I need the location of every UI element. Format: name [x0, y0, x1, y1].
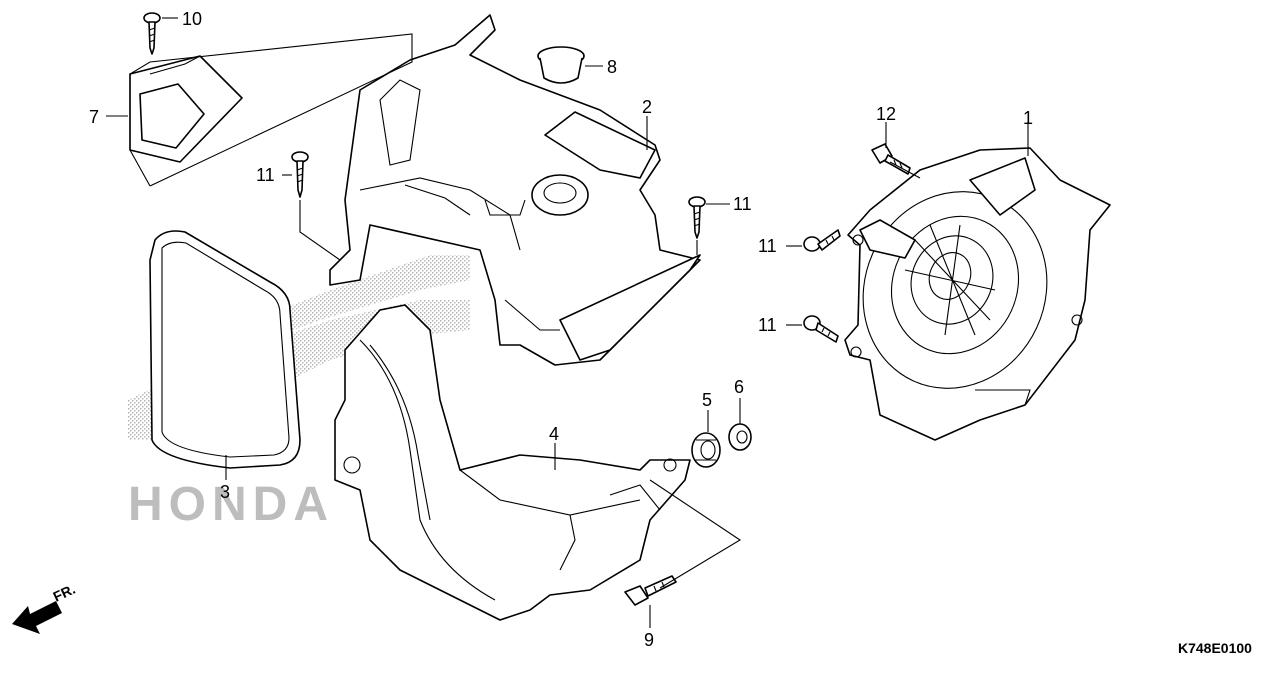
front-arrow-label: FR.: [51, 581, 78, 605]
callout-11-c: 11: [758, 236, 777, 256]
callout-11-b: 11: [733, 194, 752, 214]
callout-10: 10: [182, 9, 202, 29]
front-arrow: FR.: [12, 581, 78, 634]
callout-12: 12: [876, 104, 896, 124]
front-arrow-icon: [12, 601, 62, 634]
part-11-screw-a: [291, 151, 309, 198]
part-12-bolt: [871, 143, 911, 175]
part-5-grommet: [691, 432, 721, 468]
part-11-screw-d: [803, 315, 839, 343]
leader-lines: [106, 17, 1029, 628]
part-4-lower-duct: [334, 304, 691, 621]
callout-11-a: 11: [256, 165, 275, 185]
part-10-screw: [143, 12, 161, 55]
part-11-screw-b: [688, 196, 706, 239]
callout-3: 3: [220, 482, 230, 502]
callout-7: 7: [89, 107, 99, 127]
part-9-bolt: [624, 575, 677, 606]
part-1-fan-cover: [844, 147, 1111, 441]
callout-numbers: 10 7 8 2 1 12 11 11 11 11 5 6 4 3 9: [89, 9, 1033, 650]
callout-9: 9: [644, 630, 654, 650]
callout-8: 8: [607, 57, 617, 77]
callout-1: 1: [1023, 108, 1033, 128]
part-7-cover: [129, 55, 243, 163]
honda-watermark-text: HONDA: [128, 478, 334, 531]
part-6-collar: [728, 423, 752, 451]
part-2-upper-duct: [329, 14, 701, 366]
drawing-code: K748E0100: [1178, 640, 1252, 656]
callout-4: 4: [549, 424, 559, 444]
callout-5: 5: [702, 390, 712, 410]
callout-2: 2: [642, 97, 652, 117]
callout-11-d: 11: [758, 315, 777, 335]
part-8-grommet: [537, 46, 585, 84]
callout-6: 6: [734, 377, 744, 397]
part-3-seal: [149, 230, 301, 469]
part-11-screw-c: [803, 229, 841, 252]
